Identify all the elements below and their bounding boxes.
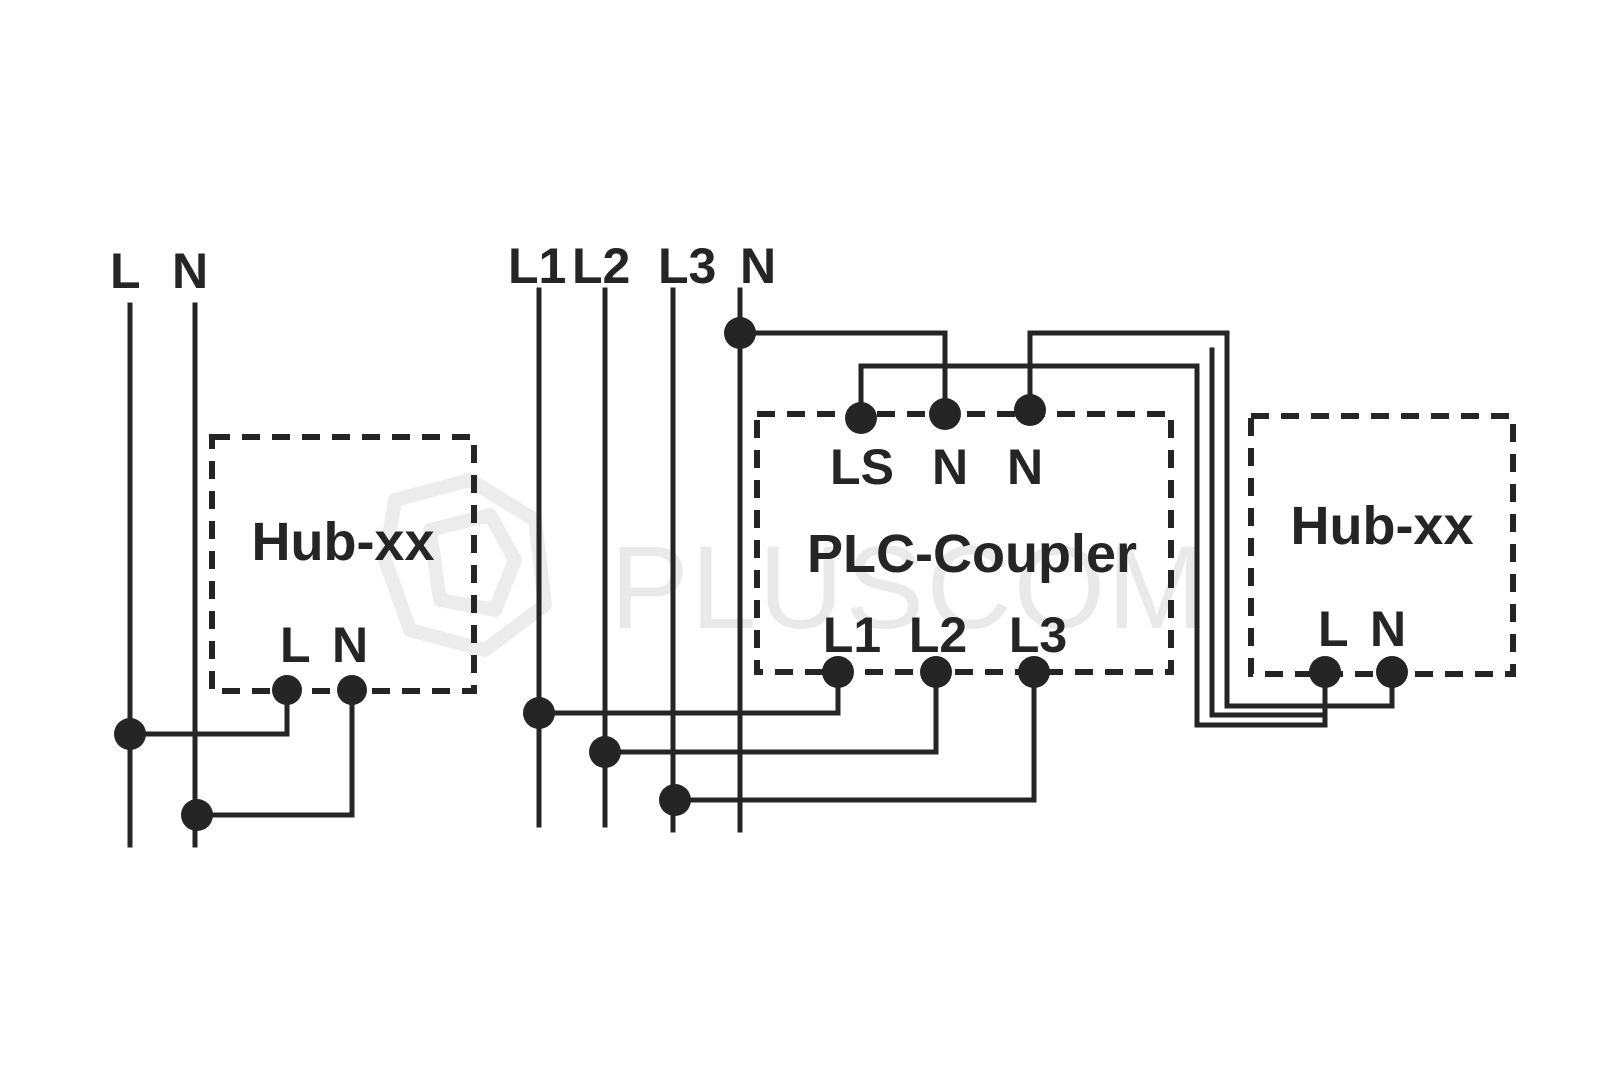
wire-l1-to-coupler bbox=[536, 669, 841, 716]
junction-l3 bbox=[659, 784, 691, 816]
hub-right-l-label: L bbox=[1318, 601, 1349, 657]
wire-l3-to-coupler bbox=[670, 669, 1037, 803]
junction-n bbox=[724, 317, 756, 349]
supply-l1-label: L1 bbox=[508, 238, 566, 294]
three-phase-supply: L1 L2 L3 N bbox=[508, 238, 776, 833]
plc-coupler-box bbox=[754, 411, 1174, 675]
hub-right: Hub-xx L N bbox=[1248, 413, 1516, 688]
wire-n-to-coupler bbox=[737, 330, 948, 417]
wire-n2-to-hub-right-n bbox=[1027, 330, 1395, 709]
plc-terminal-l1-label: L1 bbox=[823, 607, 881, 663]
plc-terminal-ls-label: LS bbox=[830, 439, 894, 495]
watermark-text: PLUSCOM bbox=[610, 522, 1208, 654]
supply-l2-label: L2 bbox=[572, 238, 630, 294]
wire-hub-left-n bbox=[192, 687, 355, 818]
hub-left-n-label: N bbox=[332, 617, 368, 673]
hub-right-box bbox=[1248, 413, 1516, 677]
hub-left-title: Hub-xx bbox=[251, 512, 434, 572]
plc-terminal-n1-label: N bbox=[932, 439, 968, 495]
watermark: PLUSCOM bbox=[378, 473, 1208, 657]
wire-hub-left-l bbox=[127, 687, 290, 737]
three-phase-wiring bbox=[523, 317, 1395, 816]
hexagon-logo bbox=[378, 473, 552, 657]
supply-l-label: L bbox=[110, 243, 141, 299]
supply-n-label: N bbox=[172, 243, 208, 299]
wire-hub-right-return bbox=[1209, 347, 1328, 718]
plc-terminal-l2-label: L2 bbox=[909, 607, 967, 663]
junction-supply-l bbox=[114, 718, 146, 750]
plc-terminal-l3-label: L3 bbox=[1009, 607, 1067, 663]
plc-terminal-n2-label: N bbox=[1007, 439, 1043, 495]
supply-l3-label: L3 bbox=[658, 238, 716, 294]
hub-right-n-label: N bbox=[1370, 601, 1406, 657]
left-supply: L N bbox=[110, 243, 208, 848]
hub-left: Hub-xx L N bbox=[209, 434, 477, 705]
junction-l2 bbox=[589, 736, 621, 768]
left-wiring bbox=[114, 687, 355, 831]
plc-coupler-title: PLC-Coupler bbox=[807, 524, 1137, 584]
hub-right-title: Hub-xx bbox=[1290, 496, 1473, 556]
junction-l1 bbox=[523, 697, 555, 729]
supply-n3-label: N bbox=[740, 238, 776, 294]
junction-supply-n bbox=[181, 799, 213, 831]
wire-l2-to-coupler bbox=[602, 669, 939, 755]
hub-left-l-label: L bbox=[280, 617, 311, 673]
